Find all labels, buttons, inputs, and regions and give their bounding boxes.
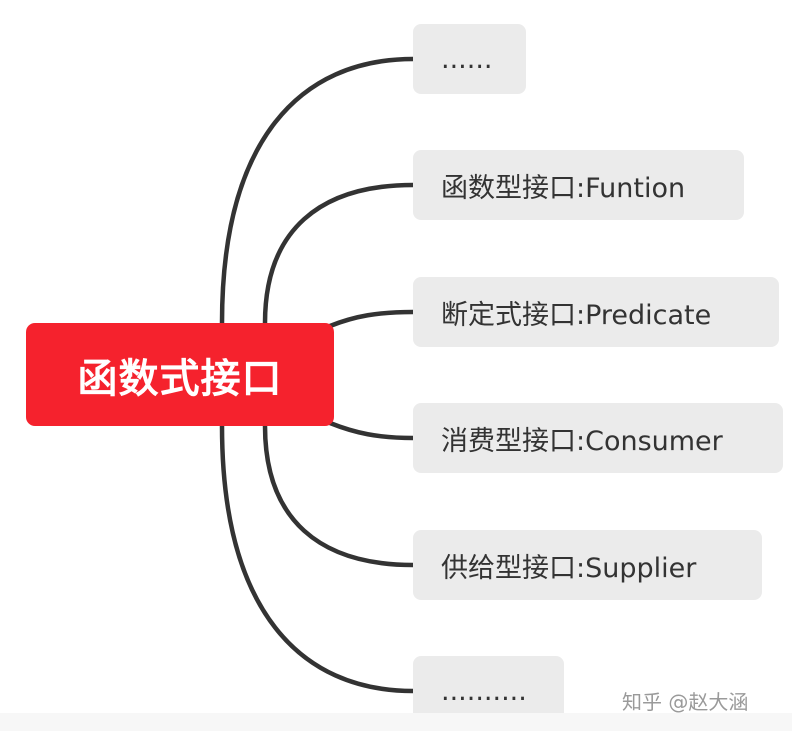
root-topic[interactable]: 函数式接口 bbox=[26, 323, 334, 426]
connector-branch-2 bbox=[262, 182, 416, 326]
connector-branch-6 bbox=[219, 423, 416, 694]
connector-branch-4 bbox=[327, 420, 416, 441]
branch-topic-function[interactable]: 函数型接口:Funtion bbox=[413, 150, 744, 220]
connector-branch-1 bbox=[219, 56, 416, 326]
branch-topic-ellipsis-top[interactable]: ...... bbox=[413, 24, 526, 94]
branch-topic-label: ...... bbox=[441, 43, 493, 75]
branch-topic-predicate[interactable]: 断定式接口:Predicate bbox=[413, 277, 779, 347]
connector-branch-5 bbox=[262, 423, 416, 568]
bottom-strip bbox=[0, 713, 792, 731]
branch-topic-label: 断定式接口:Predicate bbox=[441, 299, 712, 331]
branch-topic-consumer[interactable]: 消费型接口:Consumer bbox=[413, 403, 783, 473]
branch-topic-label: 消费型接口:Consumer bbox=[441, 425, 723, 457]
branch-topic-supplier[interactable]: 供给型接口:Supplier bbox=[413, 530, 762, 600]
branch-topic-label: 函数型接口:Funtion bbox=[441, 172, 686, 204]
connector-branch-3 bbox=[327, 309, 416, 329]
root-topic-label: 函数式接口 bbox=[77, 355, 283, 402]
branch-topic-label: 供给型接口:Supplier bbox=[441, 552, 697, 584]
branch-topic-label: .......... bbox=[441, 675, 527, 707]
watermark: 知乎 @赵大涵 bbox=[622, 690, 749, 714]
